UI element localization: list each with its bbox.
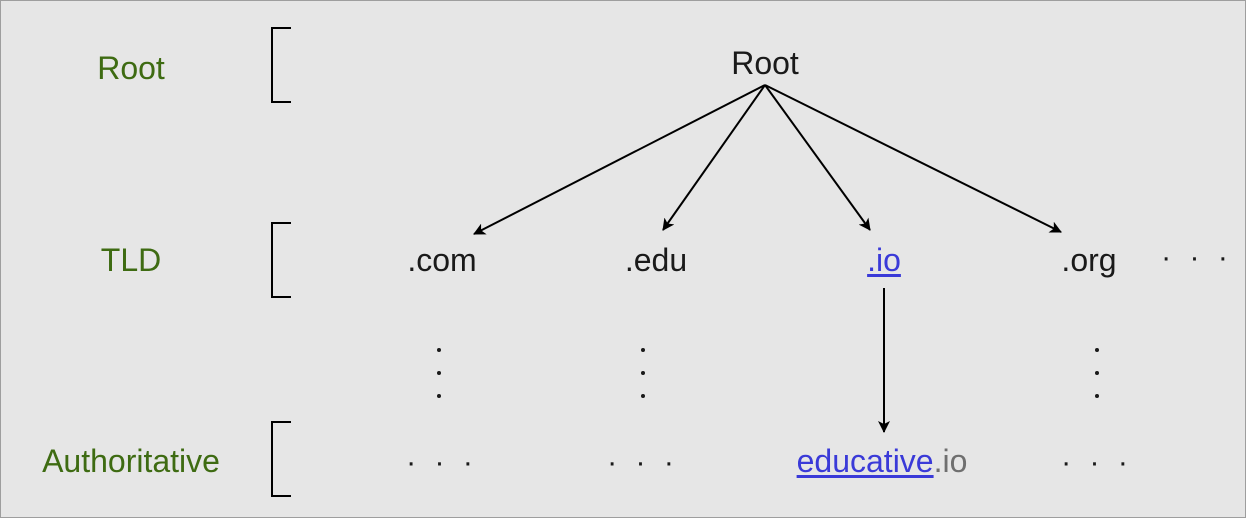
edge-root-io bbox=[764, 84, 871, 231]
node-auth-com-ellipsis: · · · bbox=[406, 446, 478, 479]
edge-root-com bbox=[473, 84, 766, 235]
continuation-dots-edu bbox=[640, 348, 646, 398]
node-auth-edu-ellipsis: · · · bbox=[607, 446, 679, 479]
edge-root-edu bbox=[662, 84, 766, 231]
level-label-tld: TLD bbox=[100, 242, 162, 278]
bracket-root bbox=[271, 27, 291, 103]
bracket-tld bbox=[271, 222, 291, 298]
node-auth-educative: educative.io bbox=[797, 445, 968, 477]
continuation-dots-org bbox=[1094, 348, 1100, 398]
node-auth-org-ellipsis: · · · bbox=[1061, 446, 1133, 479]
node-root: Root bbox=[731, 45, 799, 81]
educative-suffix: .io bbox=[933, 443, 968, 479]
edge-root-org bbox=[764, 84, 1062, 233]
level-label-authoritative: Authoritative bbox=[42, 443, 220, 479]
node-tld-io-link[interactable]: .io bbox=[867, 242, 901, 278]
node-tld-com: .com bbox=[407, 242, 477, 278]
bracket-authoritative bbox=[271, 421, 291, 497]
educative-link[interactable]: educative bbox=[796, 443, 934, 479]
node-tld-edu: .edu bbox=[624, 242, 688, 278]
continuation-dots-com bbox=[436, 348, 442, 398]
level-label-root: Root bbox=[97, 50, 165, 86]
node-tld-more-ellipsis: · · · bbox=[1161, 241, 1233, 274]
node-tld-org: .org bbox=[1061, 242, 1117, 278]
